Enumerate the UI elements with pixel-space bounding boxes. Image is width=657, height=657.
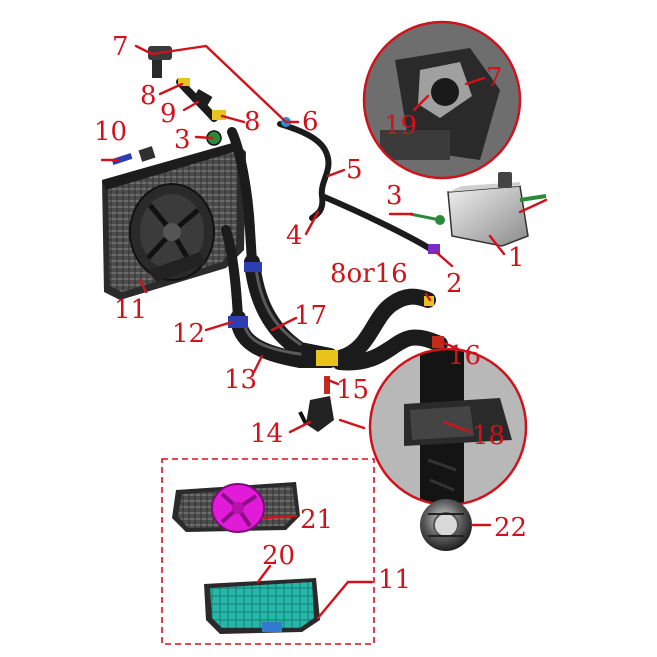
hose-bracket [298,376,334,432]
callout-17: 17 [294,301,327,331]
radiator-kit-box [161,458,375,645]
callout-4: 4 [286,221,303,251]
callout-8-top: 8 [140,81,157,111]
callout-19: 19 [384,111,417,141]
radiator-core [204,578,320,634]
callout-3-right: 3 [386,181,403,211]
callout-9: 9 [160,99,177,129]
inset-detail-top [362,20,522,180]
callout-7-inset: 7 [486,63,503,93]
callout-11-main: 11 [114,295,147,325]
callout-14: 14 [250,419,283,449]
coolant-reservoir [435,172,547,247]
clamp-8or16 [424,296,434,306]
callout-21: 21 [300,505,333,535]
callout-7-top: 7 [112,32,129,62]
temperature-sensor [111,146,156,165]
callout-8-lower: 8 [244,107,261,137]
inset-detail-bottom [368,347,528,507]
radiator-assembly [102,142,246,300]
callout-6: 6 [302,107,319,137]
clamp-2 [428,244,440,254]
joint-yellow [316,350,338,366]
clamp-16 [432,336,444,348]
leader-lines [100,44,548,620]
callout-8or16: 8or16 [330,259,408,289]
callout-20: 20 [262,541,295,571]
callout-3-left: 3 [174,125,191,155]
callout-16: 16 [448,341,481,371]
callout-5: 5 [346,155,363,185]
cooling-fan [129,183,215,281]
clamp-upper [244,262,262,272]
radiator-cap [420,499,472,551]
callout-18: 18 [472,421,505,451]
callout-22: 22 [494,513,527,543]
callout-2: 2 [446,269,463,299]
radiator-with-fan [172,482,300,533]
callout-labels: 7 8 9 8 3 10 6 5 4 3 1 2 8or16 7 19 11 1… [94,32,527,595]
callout-13: 13 [224,365,257,395]
callout-15: 15 [336,375,369,405]
fitting-3-right [409,212,441,222]
callout-11-kit: 11 [378,565,411,595]
callout-12: 12 [172,319,205,349]
clamp-12 [228,316,248,328]
callout-1: 1 [508,243,525,273]
callout-10: 10 [94,117,127,147]
